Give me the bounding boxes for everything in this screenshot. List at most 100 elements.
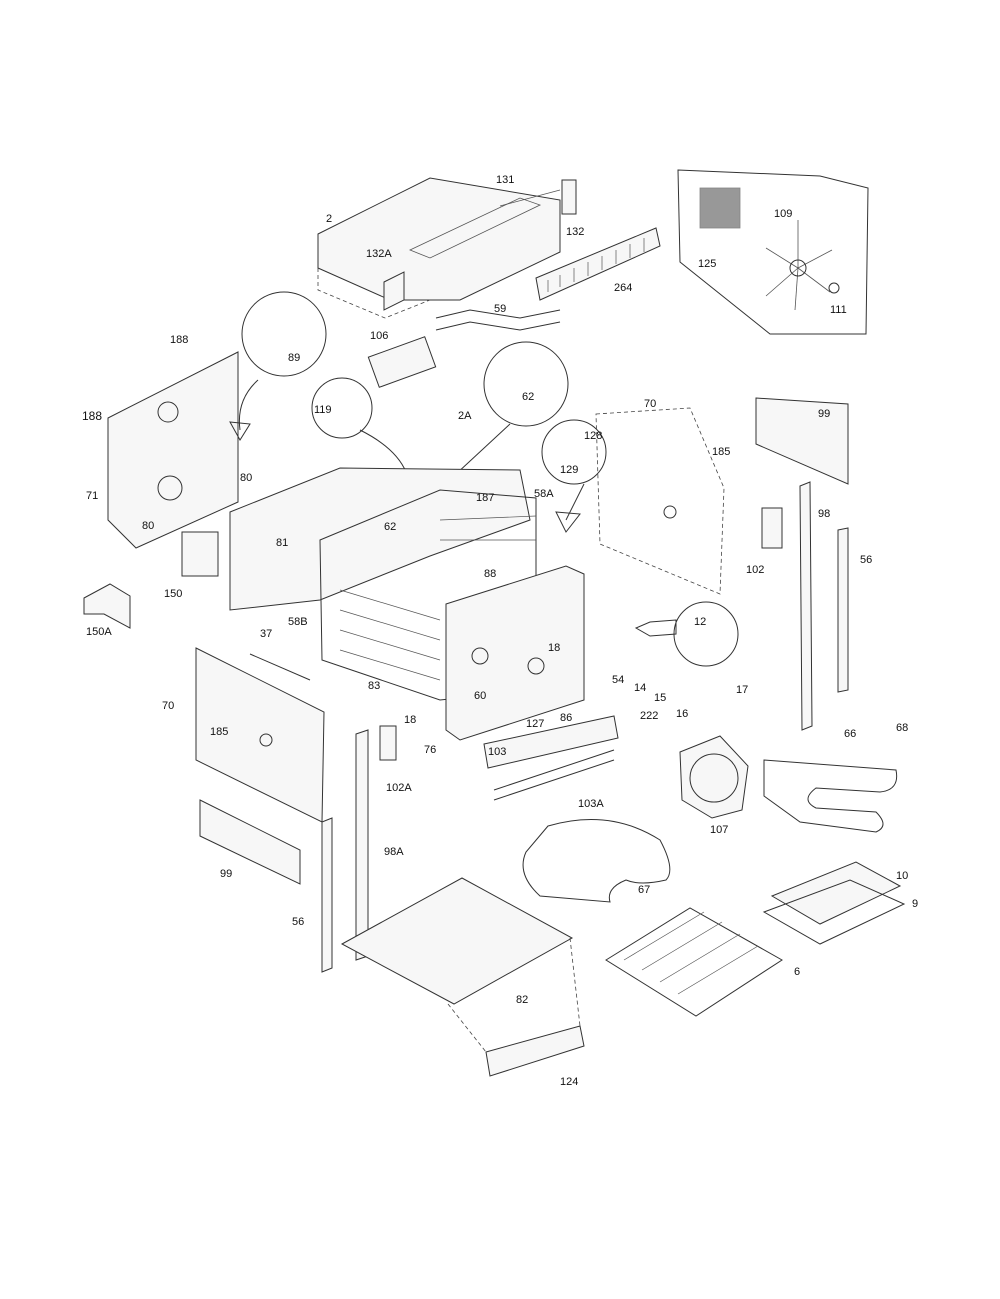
callout-71: 71 bbox=[86, 490, 99, 502]
detail-circle-62 bbox=[483, 341, 569, 427]
callout-58a: 58A bbox=[534, 488, 554, 500]
detail-circle-128 bbox=[541, 419, 607, 485]
callout-98: 98 bbox=[818, 508, 831, 520]
oven-rack-6-part bbox=[605, 907, 783, 1017]
callout-76: 76 bbox=[424, 744, 437, 756]
callout-222: 222 bbox=[640, 710, 659, 722]
callout-150: 150 bbox=[164, 588, 183, 600]
callout-102: 102 bbox=[746, 564, 765, 576]
callout-14: 14 bbox=[634, 682, 647, 694]
bracket-150a-part bbox=[83, 583, 131, 629]
callout-150a: 150A bbox=[86, 626, 112, 638]
callout-56b: 56 bbox=[292, 916, 305, 928]
callout-128: 128 bbox=[584, 430, 603, 442]
vent-264-part bbox=[535, 227, 661, 301]
callout-264: 264 bbox=[614, 282, 633, 294]
callout-2: 2 bbox=[326, 213, 333, 225]
side-trim-99-part bbox=[755, 397, 849, 485]
arrow-129 bbox=[565, 483, 585, 521]
callout-103a: 103A bbox=[578, 798, 604, 810]
fan-cover-107-part bbox=[679, 735, 749, 819]
bracket-102a-part bbox=[379, 725, 397, 761]
callout-127: 127 bbox=[526, 718, 545, 730]
callout-60: 60 bbox=[474, 690, 487, 702]
callout-15: 15 bbox=[654, 692, 667, 704]
detail-circle-119 bbox=[311, 377, 373, 439]
callout-111: 111 bbox=[830, 304, 847, 316]
side-panel-71-part bbox=[107, 351, 239, 549]
callout-185a: 185 bbox=[712, 446, 731, 458]
bottom-panel-82-part bbox=[340, 877, 574, 1005]
callout-81: 81 bbox=[276, 537, 289, 549]
callout-2a: 2A bbox=[458, 410, 472, 422]
callout-132: 132 bbox=[566, 226, 585, 238]
bracket-102-part bbox=[761, 507, 783, 549]
top-cover-part bbox=[317, 177, 577, 319]
callout-68: 68 bbox=[896, 722, 909, 734]
callout-10: 10 bbox=[896, 870, 909, 882]
callout-188a: 188 bbox=[170, 334, 189, 346]
strip-98-part bbox=[799, 481, 813, 731]
callout-131: 131 bbox=[496, 174, 515, 186]
callout-17: 17 bbox=[736, 684, 749, 696]
callout-18b: 18 bbox=[404, 714, 417, 726]
callout-107: 107 bbox=[710, 824, 729, 836]
broil-element-66-part bbox=[763, 759, 898, 833]
callout-86: 86 bbox=[560, 712, 573, 724]
callout-56a: 56 bbox=[860, 554, 873, 566]
callout-67: 67 bbox=[638, 884, 651, 896]
callout-80b: 80 bbox=[142, 520, 155, 532]
callout-62a: 62 bbox=[522, 391, 535, 403]
callout-37: 37 bbox=[260, 628, 273, 640]
back-panel-70-part bbox=[595, 407, 725, 595]
broiler-pan-9-part bbox=[762, 879, 906, 945]
callout-62b: 62 bbox=[384, 521, 397, 533]
detail-circle-12 bbox=[673, 601, 739, 667]
callout-102a: 102A bbox=[386, 782, 412, 794]
callout-58b: 58B bbox=[288, 616, 308, 628]
strip-98a-part bbox=[355, 729, 369, 961]
transformer-150-part bbox=[181, 531, 219, 577]
callout-59: 59 bbox=[494, 303, 507, 315]
arrow-119 bbox=[359, 429, 407, 473]
callout-125: 125 bbox=[698, 258, 717, 270]
callout-82: 82 bbox=[516, 994, 529, 1006]
callout-99b: 99 bbox=[220, 868, 233, 880]
callout-98a: 98A bbox=[384, 846, 404, 858]
callout-80a: 80 bbox=[240, 472, 253, 484]
callout-188b: 188 bbox=[82, 409, 103, 423]
callout-119: 119 bbox=[314, 404, 332, 416]
callout-66: 66 bbox=[844, 728, 857, 740]
bake-element-67-part bbox=[522, 819, 671, 903]
convection-fan-inset bbox=[677, 169, 869, 335]
arrow-12 bbox=[634, 619, 677, 637]
trim-56-right-part bbox=[837, 527, 849, 693]
trim-56-left-part bbox=[321, 817, 333, 973]
callout-132a: 132A bbox=[366, 248, 392, 260]
callout-18a: 18 bbox=[548, 642, 561, 654]
oven-cavity-part bbox=[229, 467, 585, 741]
callout-16: 16 bbox=[676, 708, 689, 720]
duct-59-edge bbox=[435, 321, 561, 331]
callout-54: 54 bbox=[612, 674, 625, 686]
callout-103: 103 bbox=[488, 746, 507, 758]
callout-83: 83 bbox=[368, 680, 381, 692]
arrow-89 bbox=[238, 379, 259, 431]
duct-59-part bbox=[435, 309, 561, 319]
callout-88: 88 bbox=[484, 568, 497, 580]
callout-99a: 99 bbox=[818, 408, 831, 420]
rod-37-part bbox=[249, 653, 311, 681]
callout-12: 12 bbox=[694, 616, 707, 628]
callout-70a: 70 bbox=[644, 398, 657, 410]
vent-103-part bbox=[483, 715, 619, 769]
callout-187: 187 bbox=[476, 492, 495, 504]
callout-70b: 70 bbox=[162, 700, 175, 712]
component-106-part bbox=[367, 336, 437, 388]
kick-panel-124-part bbox=[485, 1025, 585, 1077]
callout-129: 129 bbox=[560, 464, 579, 476]
callout-106: 106 bbox=[370, 330, 389, 342]
side-trim-99b-part bbox=[199, 799, 301, 885]
callout-6: 6 bbox=[794, 966, 801, 978]
